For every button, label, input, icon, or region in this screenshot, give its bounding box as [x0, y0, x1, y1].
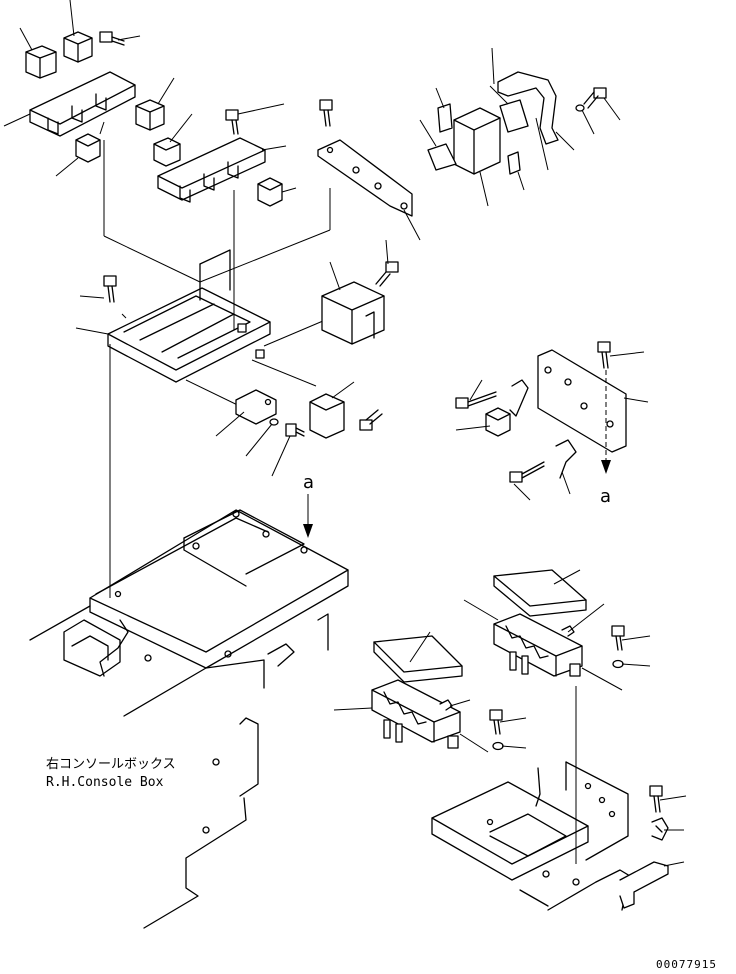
console-frame [29, 509, 349, 717]
washer-2 [269, 418, 279, 426]
bolt-9 [597, 341, 611, 369]
relay-tray [107, 249, 271, 383]
console-label-english: R.H.Console Box [46, 775, 164, 790]
bolt-10 [455, 391, 497, 409]
relay-4 [75, 133, 101, 163]
stud-bracket-2 [555, 439, 577, 479]
console-side-panel [143, 717, 259, 929]
relay-2 [63, 31, 93, 63]
pad-2 [427, 143, 457, 171]
leader-lines-group-10 [575, 686, 687, 867]
bolt-3 [319, 99, 333, 127]
console-label-japanese: 右コンソールボックス [46, 757, 176, 772]
clip-1 [561, 625, 575, 637]
bolt-12 [649, 785, 663, 813]
screw-1 [611, 625, 625, 651]
stud-bracket-1 [509, 379, 529, 417]
connector-cover-1 [493, 569, 587, 617]
leader-lines-group-1 [3, 0, 175, 177]
assembly-lines-1 [103, 140, 331, 413]
controller-unit-mid [321, 281, 385, 345]
relay-bracket-left [29, 71, 136, 137]
leader-lines-group-2 [169, 103, 297, 193]
leader-lines-group-8 [463, 569, 651, 691]
fuse-box-1 [493, 613, 583, 677]
leader-lines-group-9 [333, 631, 527, 753]
bolt-2 [225, 109, 239, 135]
bolt-6 [375, 261, 399, 287]
leader-lines-group-3 [403, 47, 621, 241]
bolt-7 [285, 423, 305, 437]
clamp [651, 817, 669, 841]
bolt-8 [359, 409, 383, 431]
pad-3 [499, 99, 529, 133]
relay-6 [257, 177, 283, 207]
fuse-box-2 [371, 679, 461, 749]
clip-block [235, 389, 277, 425]
pad-1 [437, 103, 453, 133]
leader-lines-group-7 [455, 351, 649, 501]
bracket-small [619, 861, 669, 909]
view-arrow-a-right: a [600, 370, 611, 507]
clip-2 [439, 699, 453, 711]
mounting-plate-right [537, 349, 627, 453]
washer-4 [492, 741, 504, 751]
relay-1 [25, 45, 57, 79]
relay-3 [135, 99, 165, 131]
relay-bracket-center [157, 137, 266, 203]
leader-lines-group-6 [215, 381, 355, 477]
controller-box [453, 107, 501, 175]
view-marker-label-right: a [600, 486, 611, 507]
washer-3 [612, 659, 624, 669]
relay-7 [309, 393, 345, 439]
relay-8 [485, 407, 511, 437]
mounting-plate-top [317, 139, 413, 217]
bolt-5 [103, 275, 117, 303]
connector-cover-2 [373, 635, 463, 683]
leader-lines-group-5 [329, 239, 389, 291]
bolt-1 [99, 31, 125, 46]
bolt-4 [583, 87, 607, 109]
washer-1 [575, 104, 585, 112]
fuse-box-tray [431, 761, 641, 911]
leader-lines-group-4 [75, 295, 127, 335]
bracket-upper-right [497, 71, 559, 145]
document-number: 00077915 [656, 958, 717, 971]
relay-5 [153, 137, 181, 167]
view-arrow-a-left: a [303, 472, 314, 538]
pad-4 [507, 151, 521, 175]
screw-2 [489, 709, 503, 735]
bolt-11 [509, 461, 545, 483]
view-marker-label-left: a [303, 472, 314, 493]
